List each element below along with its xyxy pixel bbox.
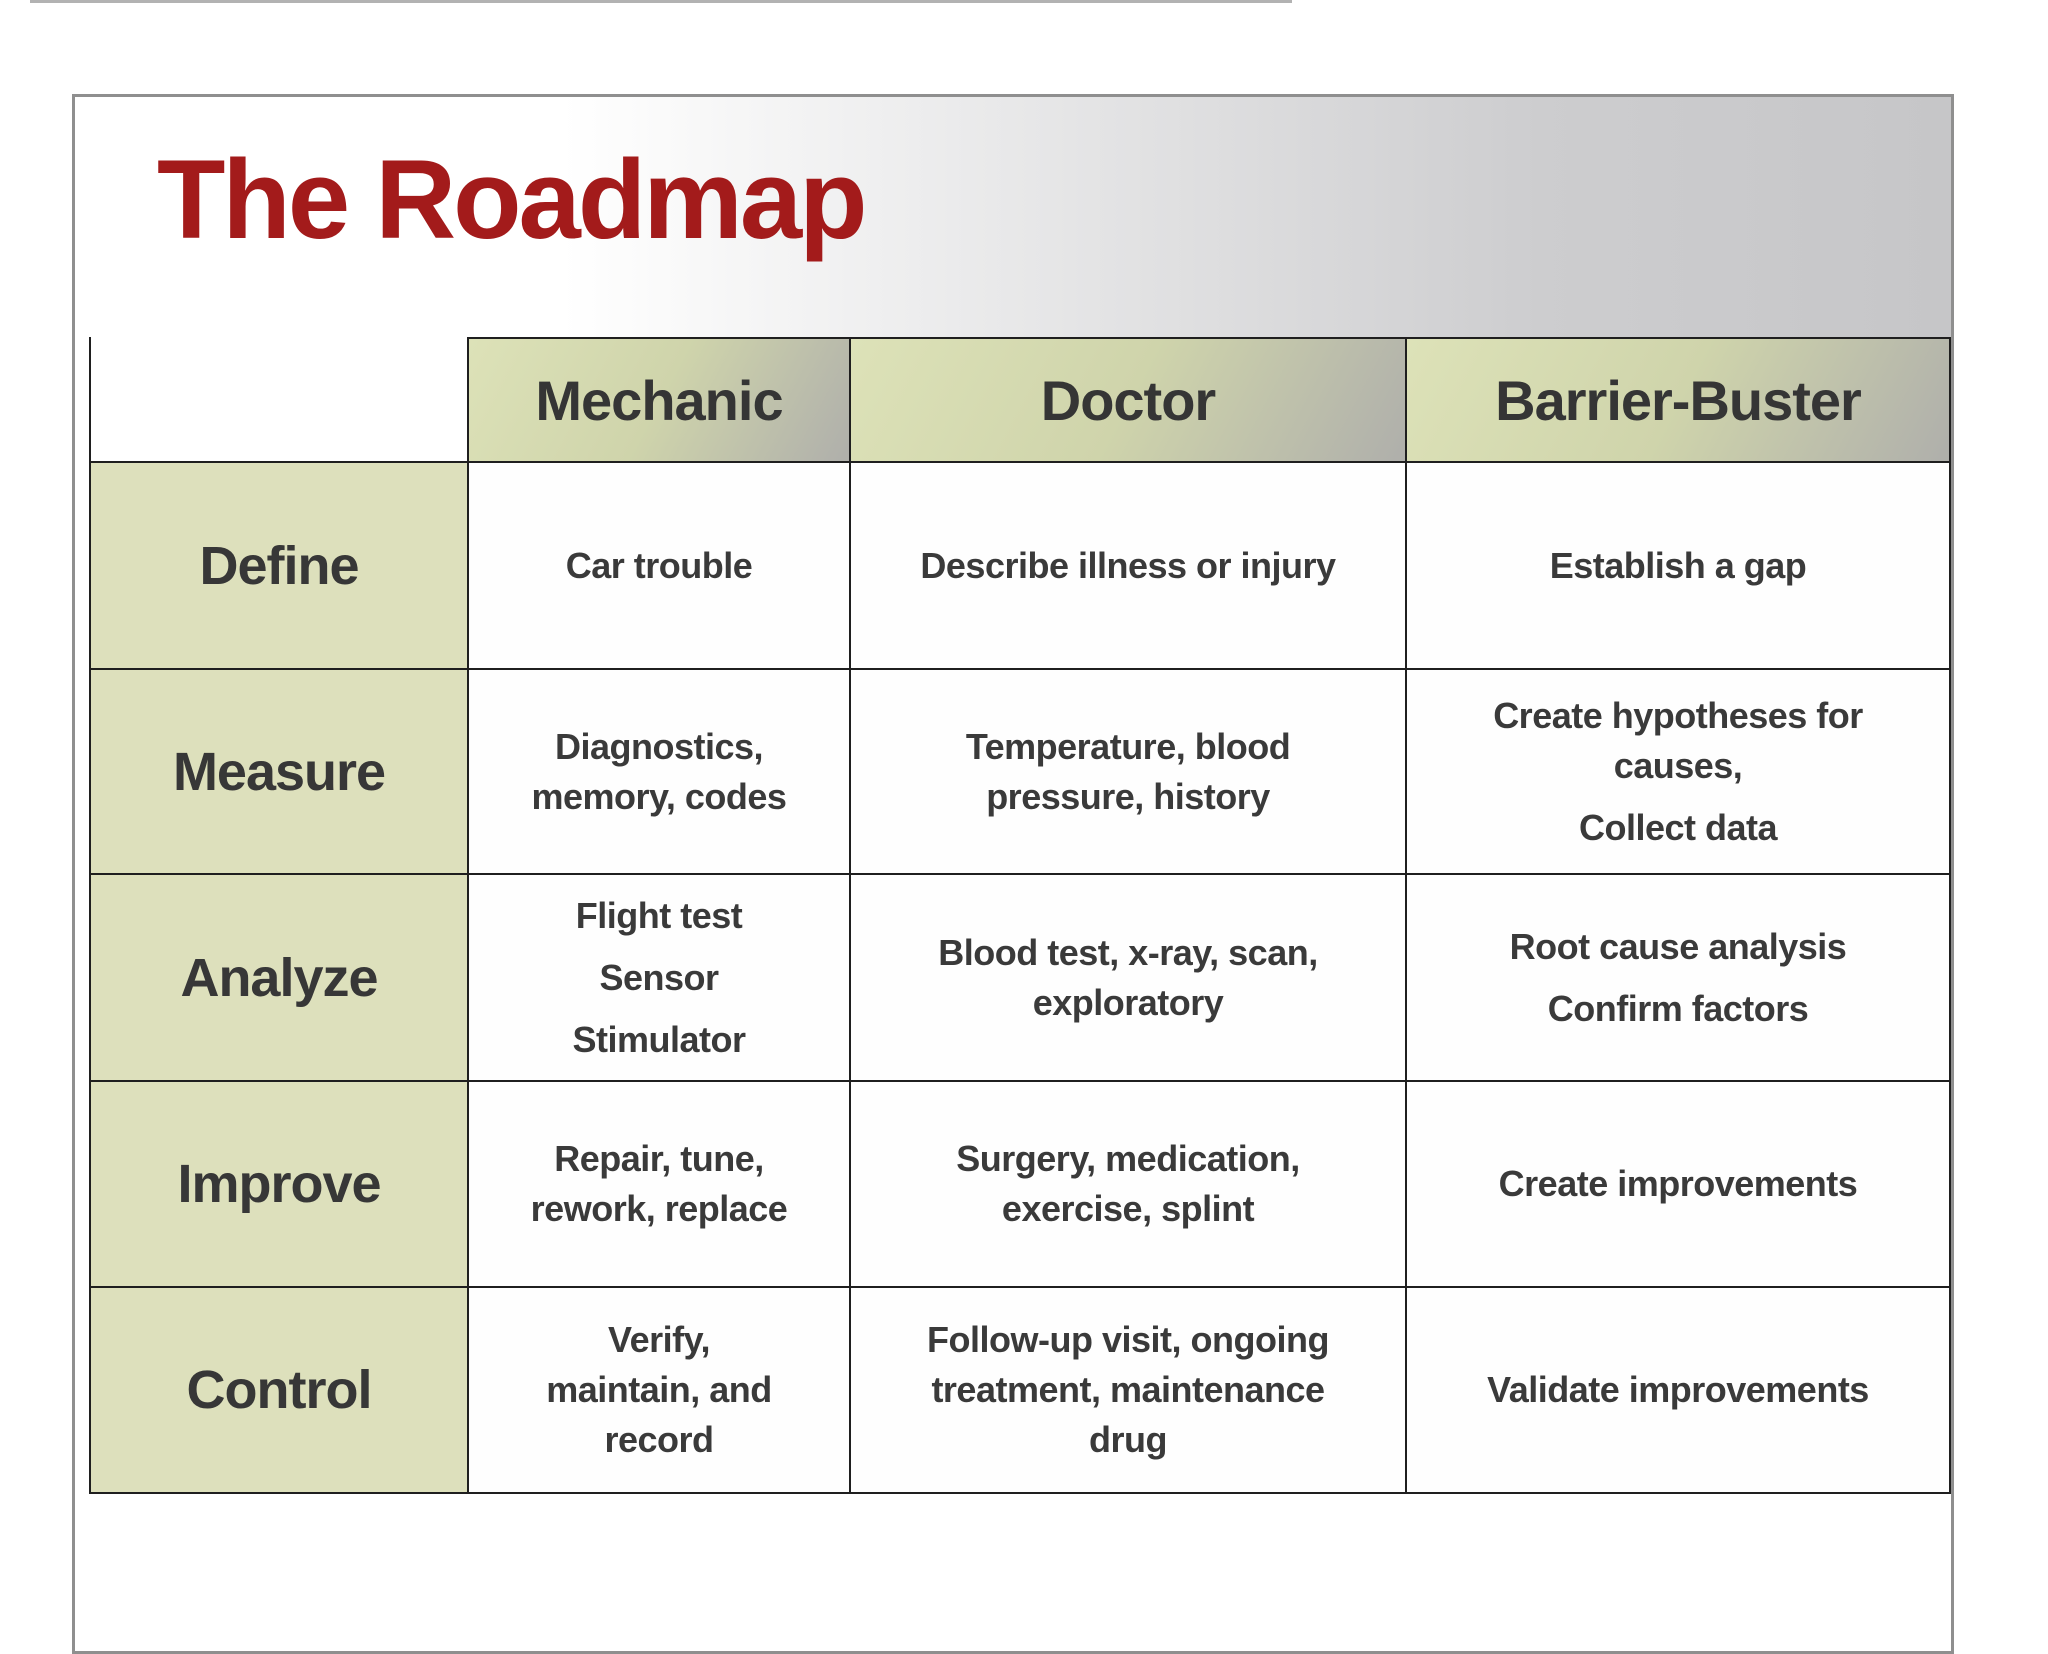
cell-define-barrier-buster: Establish a gap (1407, 463, 1951, 670)
row-label-analyze: Analyze (89, 875, 469, 1082)
cell-paragraph: Collect data (1578, 803, 1778, 853)
cell-paragraph: Verify, maintain, and record (546, 1315, 772, 1465)
cell-line: Blood test, x-ray, scan, (938, 931, 1318, 973)
cell-paragraph: Repair, tune, rework, replace (531, 1134, 788, 1234)
cell-measure-doctor: Temperature, blood pressure, history (851, 670, 1407, 875)
cell-paragraph: Create hypotheses for causes, (1493, 691, 1863, 791)
cell-paragraph: Follow-up visit, ongoing treatment, maint… (927, 1315, 1329, 1465)
row-label-define: Define (89, 463, 469, 670)
cell-paragraph: Car trouble (566, 541, 753, 591)
cell-paragraph: Surgery, medication, exercise, splint (956, 1134, 1300, 1234)
page: { "slide": { "title": "The Roadmap", "ti… (30, 0, 1954, 1654)
slide-header-band (75, 97, 1951, 337)
cell-paragraph: Root cause analysis (1510, 922, 1847, 972)
cell-line: Confirm factors (1547, 987, 1809, 1029)
corner-cell (89, 337, 469, 463)
cell-line: Describe illness or injury (920, 544, 1336, 586)
cell-control-mechanic: Verify, maintain, and record (469, 1288, 851, 1494)
column-header-barrier-buster: Barrier-Buster (1407, 337, 1951, 463)
cell-line: Validate improvements (1487, 1369, 1869, 1410)
cell-line: Establish a gap (1549, 544, 1807, 586)
cell-control-doctor: Follow-up visit, ongoing treatment, maint… (851, 1288, 1407, 1494)
top-edge-artifact (30, 0, 1292, 3)
column-header-doctor: Doctor (851, 337, 1407, 463)
cell-line: pressure, history (986, 775, 1270, 817)
cell-improve-mechanic: Repair, tune, rework, replace (469, 1082, 851, 1288)
column-header-mechanic: Mechanic (469, 337, 851, 463)
cell-define-mechanic: Car trouble (469, 463, 851, 670)
cell-paragraph: Diagnostics, memory, codes (532, 722, 787, 822)
cell-line: Surgery, medication, (956, 1138, 1300, 1179)
cell-measure-mechanic: Diagnostics, memory, codes (469, 670, 851, 875)
cell-line: Create improvements (1498, 1163, 1858, 1204)
cell-paragraph: Temperature, blood pressure, history (965, 722, 1291, 822)
cell-line: Collect data (1578, 806, 1778, 848)
cell-line: Stimulator (572, 1018, 746, 1060)
cell-improve-barrier-buster: Create improvements (1407, 1082, 1951, 1288)
cell-measure-barrier-buster: Create hypotheses for causes, Collect data (1407, 670, 1951, 875)
cell-line: Temperature, blood (965, 725, 1291, 767)
cell-line: Flight test (575, 894, 743, 936)
cell-paragraph: Establish a gap (1550, 541, 1807, 591)
cell-analyze-doctor: Blood test, x-ray, scan, exploratory (851, 875, 1407, 1082)
cell-line: Repair, tune, (554, 1138, 764, 1179)
cell-paragraph: Sensor (599, 953, 719, 1003)
cell-line: record (604, 1419, 714, 1460)
cell-line: Create hypotheses for (1493, 694, 1863, 736)
cell-line: exploratory (1032, 981, 1224, 1023)
cell-line: Car trouble (565, 544, 753, 586)
cell-improve-doctor: Surgery, medication, exercise, splint (851, 1082, 1407, 1288)
cell-paragraph: Stimulator (572, 1015, 746, 1065)
cell-line: treatment, maintenance (931, 1369, 1325, 1410)
slide-title: The Roadmap (157, 137, 868, 262)
cell-paragraph: Blood test, x-ray, scan, exploratory (938, 928, 1318, 1028)
cell-define-doctor: Describe illness or injury (851, 463, 1407, 670)
cell-line: maintain, and (546, 1369, 772, 1410)
cell-line: memory, codes (531, 775, 787, 817)
cell-line: Verify, (608, 1319, 710, 1360)
row-label-control: Control (89, 1288, 469, 1494)
cell-paragraph: Validate improvements (1487, 1365, 1869, 1415)
cell-paragraph: Describe illness or injury (920, 541, 1336, 591)
cell-control-barrier-buster: Validate improvements (1407, 1288, 1951, 1494)
row-label-improve: Improve (89, 1082, 469, 1288)
cell-line: causes, (1613, 744, 1743, 786)
row-label-measure: Measure (89, 670, 469, 875)
cell-line: exercise, splint (1001, 1188, 1255, 1229)
cell-paragraph: Confirm factors (1548, 984, 1809, 1034)
cell-line: Root cause analysis (1509, 925, 1847, 967)
cell-line: Follow-up visit, ongoing (927, 1319, 1329, 1360)
cell-paragraph: Create improvements (1499, 1159, 1858, 1209)
cell-line: Diagnostics, (554, 725, 764, 767)
cell-line: rework, replace (530, 1188, 788, 1229)
cell-paragraph: Flight test (575, 891, 743, 941)
cell-line: drug (1089, 1419, 1167, 1460)
cell-line: Sensor (599, 956, 719, 998)
